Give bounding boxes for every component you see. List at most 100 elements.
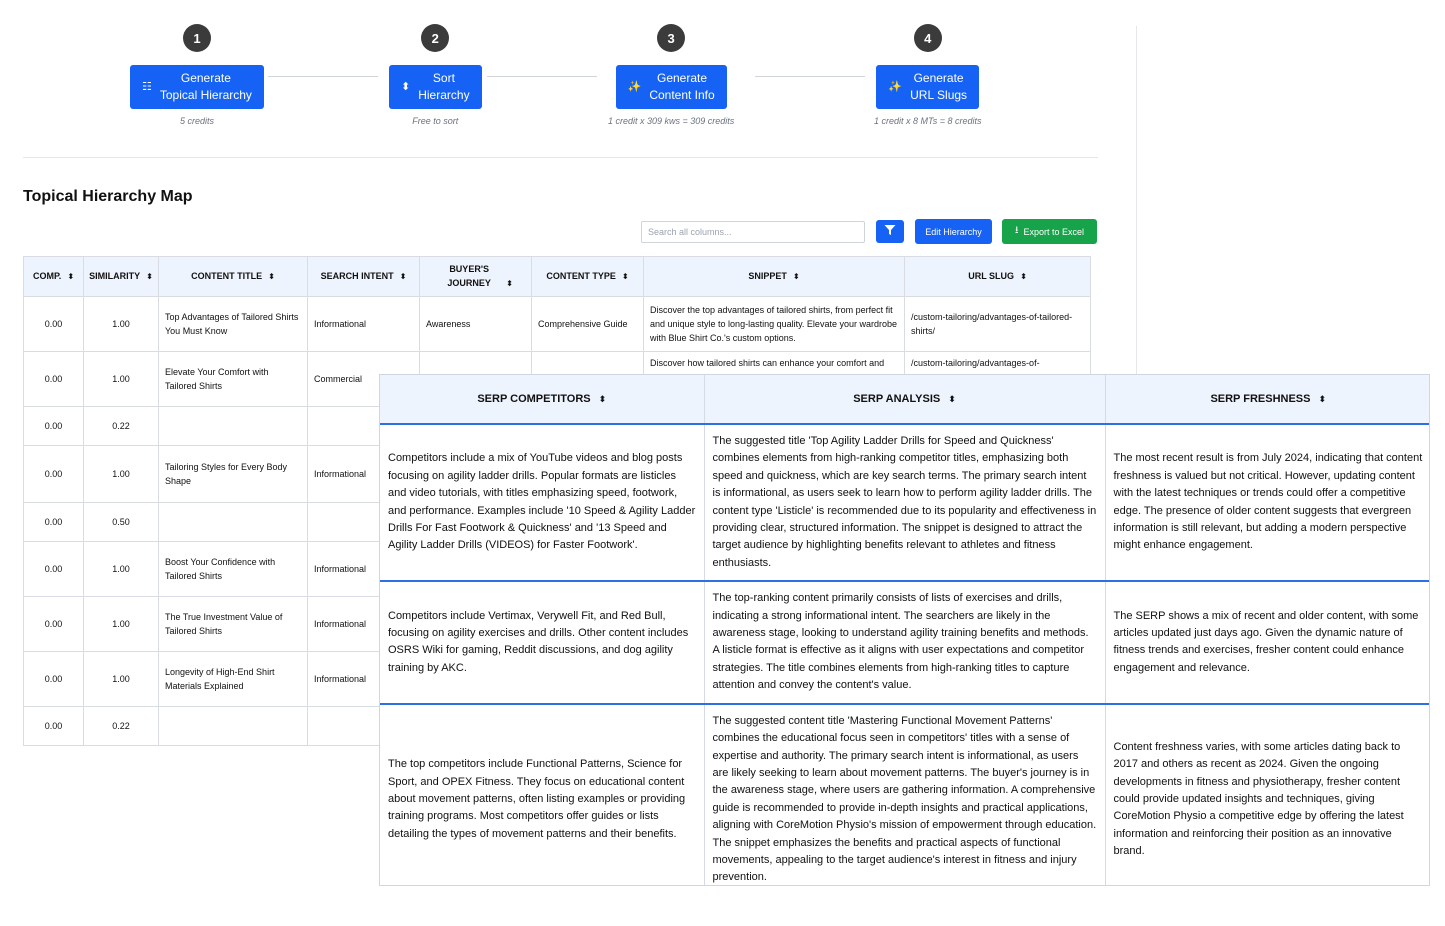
column-header-url-slug[interactable]: URL SLUG⬍ (904, 256, 1091, 297)
filter-icon (884, 224, 896, 239)
serp-row[interactable]: Competitors include a mix of YouTube vid… (380, 424, 1429, 582)
content-title-cell: Tailoring Styles for Every Body Shape (158, 445, 308, 503)
sort-icon[interactable]: ⬍ (399, 272, 407, 281)
comp-cell: 0.00 (23, 445, 84, 503)
serp-competitors-cell: Competitors include Vertimax, Verywell F… (380, 581, 705, 704)
step-button-label: Sort Hierarchy (418, 71, 470, 102)
export-to-excel-button[interactable]: ⭳ Export to Excel (1002, 219, 1097, 244)
comp-cell: 0.00 (23, 651, 84, 707)
step-connector (487, 76, 597, 77)
column-header-buyers-journey[interactable]: BUYER'S JOURNEY⬍ (419, 256, 532, 297)
filter-button[interactable] (876, 220, 904, 243)
column-header-serp-freshness[interactable]: SERP FRESHNESS⬍ (1105, 375, 1429, 425)
content-title-cell: Longevity of High-End Shirt Materials Ex… (158, 651, 308, 707)
step-credits: 1 credit x 309 kws = 309 credits (608, 116, 735, 126)
step-2: 2 ⬍ Sort Hierarchy Free to sort (389, 24, 482, 126)
similarity-cell: 0.22 (83, 406, 159, 446)
step-number: 3 (657, 24, 686, 52)
similarity-cell: 0.50 (83, 502, 159, 542)
serp-header-row: SERP COMPETITORS⬍ SERP ANALYSIS⬍ SERP FR… (380, 375, 1429, 425)
magic-wand-icon: ✨ (888, 80, 903, 93)
snippet-cell: Discover the top advantages of tailored … (643, 296, 905, 352)
serp-freshness-cell: Content freshness varies, with some arti… (1113, 740, 1404, 858)
similarity-cell: 1.00 (83, 596, 159, 652)
content-title-cell (158, 406, 308, 446)
serp-analysis-cell: The suggested content title 'Mastering F… (704, 703, 1106, 885)
section-divider (23, 157, 1098, 158)
step-connector (268, 76, 378, 77)
sort-icon[interactable]: ⬍ (948, 394, 956, 404)
sort-icon[interactable]: ⬍ (598, 394, 607, 404)
step-button-label: Generate URL Slugs (910, 71, 968, 102)
column-header-serp-analysis[interactable]: SERP ANALYSIS⬍ (704, 375, 1106, 425)
step-number: 4 (913, 24, 942, 52)
serp-freshness-cell: The SERP shows a mix of recent and older… (1113, 609, 1419, 674)
content-title-cell: Top Advantages of Tailored Shirts You Mu… (158, 296, 308, 352)
sort-hierarchy-button[interactable]: ⬍ Sort Hierarchy (389, 65, 482, 109)
content-title-cell (158, 706, 308, 746)
comp-cell: 0.00 (23, 296, 84, 352)
url-slug-cell: /custom-tailoring/advantages-of-tailored… (904, 296, 1091, 352)
similarity-cell: 1.00 (83, 541, 159, 597)
step-credits: 5 credits (179, 116, 214, 126)
similarity-cell: 1.00 (83, 296, 159, 352)
serp-row[interactable]: Competitors include Vertimax, Verywell F… (380, 581, 1429, 704)
serp-row[interactable]: The top competitors include Functional P… (380, 703, 1429, 885)
column-header-content-type[interactable]: CONTENT TYPE⬍ (531, 256, 644, 297)
similarity-cell: 1.00 (83, 445, 159, 503)
section-title: Topical Hierarchy Map (23, 188, 193, 205)
step-4: 4 ✨ Generate URL Slugs 1 credit x 8 MTs … (874, 24, 981, 126)
sort-icon: ⬍ (401, 80, 411, 93)
comp-cell: 0.00 (23, 351, 84, 407)
sort-icon[interactable]: ⬍ (792, 272, 800, 281)
serp-table: SERP COMPETITORS⬍ SERP ANALYSIS⬍ SERP FR… (380, 375, 1429, 885)
table-header-row: COMP.⬍ SIMILARITY⬍ CONTENT TITLE⬍ SEARCH… (23, 256, 1091, 297)
search-input[interactable] (641, 221, 865, 243)
comp-cell: 0.00 (23, 541, 84, 597)
sort-icon[interactable]: ⬍ (1020, 272, 1027, 281)
comp-cell: 0.00 (23, 406, 84, 446)
content-type-cell: Comprehensive Guide (531, 296, 644, 352)
serp-freshness-cell: The most recent result is from July 2024… (1113, 452, 1423, 552)
generate-content-info-button[interactable]: ✨ Generate Content Info (615, 65, 727, 109)
column-header-comp[interactable]: COMP.⬍ (23, 256, 84, 297)
content-title-cell (158, 502, 308, 542)
column-header-similarity[interactable]: SIMILARITY⬍ (83, 256, 159, 297)
sort-icon[interactable]: ⬍ (268, 272, 275, 281)
step-credits: 1 credit x 8 MTs = 8 credits (874, 116, 982, 126)
content-title-cell: The True Investment Value of Tailored Sh… (158, 596, 308, 652)
generate-topical-hierarchy-button[interactable]: ☷ Generate Topical Hierarchy (130, 65, 264, 109)
download-icon: ⭳ (1014, 225, 1019, 236)
hierarchy-icon: ☷ (142, 80, 152, 93)
comp-cell: 0.00 (23, 596, 84, 652)
sort-icon[interactable]: ⬍ (506, 279, 513, 288)
generate-url-slugs-button[interactable]: ✨ Generate URL Slugs (876, 65, 980, 109)
export-label: Export to Excel (1023, 226, 1085, 237)
sort-icon[interactable]: ⬍ (146, 272, 153, 281)
sort-icon[interactable]: ⬍ (67, 272, 75, 281)
step-number: 1 (182, 24, 211, 52)
serp-analysis-cell: The top-ranking content primarily consis… (704, 581, 1106, 704)
comp-cell: 0.00 (23, 706, 84, 746)
similarity-cell: 1.00 (83, 351, 159, 407)
panel-divider (1136, 26, 1137, 376)
step-1: 1 ☷ Generate Topical Hierarchy 5 credits (130, 24, 264, 126)
edit-hierarchy-button[interactable]: Edit Hierarchy (915, 219, 992, 244)
column-header-snippet[interactable]: SNIPPET⬍ (643, 256, 905, 297)
serp-panel: SERP COMPETITORS⬍ SERP ANALYSIS⬍ SERP FR… (379, 374, 1430, 886)
step-button-label: Generate Topical Hierarchy (159, 71, 252, 102)
step-button-label: Generate Content Info (649, 71, 715, 102)
sort-icon[interactable]: ⬍ (621, 272, 629, 281)
column-header-content-title[interactable]: CONTENT TITLE⬍ (158, 256, 308, 297)
step-credits: Free to sort (412, 116, 459, 126)
content-title-cell: Elevate Your Comfort with Tailored Shirt… (158, 351, 308, 407)
buyers-journey-cell: Awareness (419, 296, 532, 352)
column-header-serp-competitors[interactable]: SERP COMPETITORS⬍ (380, 375, 705, 425)
sort-icon[interactable]: ⬍ (1318, 394, 1327, 404)
step-connector (755, 76, 865, 77)
column-header-search-intent[interactable]: SEARCH INTENT⬍ (307, 256, 420, 297)
comp-cell: 0.00 (23, 502, 84, 542)
step-number: 2 (421, 24, 450, 52)
magic-wand-icon: ✨ (627, 80, 642, 93)
